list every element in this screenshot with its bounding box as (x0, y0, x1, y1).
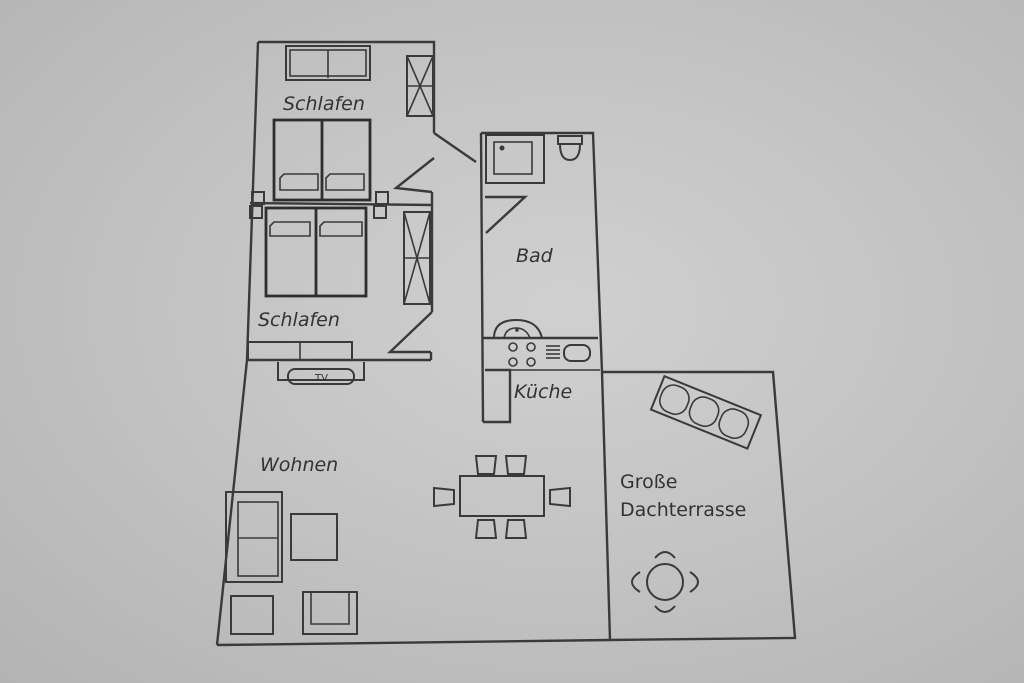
living-room: Wohnen (225, 454, 571, 635)
bedroom-top: Schlafen (251, 45, 434, 205)
chair-icon (504, 519, 528, 539)
chair-icon (433, 486, 455, 508)
bath-left-wall (479, 132, 485, 423)
bath-door (485, 195, 529, 234)
toilet-icon (557, 135, 583, 162)
kitchen: Küche (508, 342, 591, 403)
bedroom-divider-wall (249, 201, 433, 207)
dresser-top (285, 45, 371, 81)
chair-icon (654, 605, 676, 613)
room-label-kueche: Küche (514, 381, 572, 403)
chair-icon (474, 519, 498, 539)
bathroom: Bad (485, 134, 583, 339)
chair-icon (654, 551, 676, 559)
kitchen-sink-icon (563, 344, 591, 362)
living-left-wall (215, 359, 249, 646)
room-label-bad: Bad (516, 245, 554, 267)
room-label-wohnen: Wohnen (260, 454, 338, 476)
coffee-table (290, 513, 338, 561)
armchair-icon (302, 591, 358, 635)
door-swing-bedroom-top (433, 132, 477, 163)
living-bottom-wall (216, 638, 611, 647)
bedroom-bottom: Schlafen (247, 205, 431, 361)
lounger-icon (649, 374, 763, 450)
chair-icon (689, 571, 699, 593)
outer-walls (215, 40, 797, 647)
chair-icon (504, 455, 528, 475)
terrace: Große Dachterrasse (620, 374, 763, 613)
double-bed-bottom (249, 205, 387, 298)
tv-label: TV (314, 373, 328, 384)
sofa-icon (225, 491, 283, 583)
chair-icon (549, 486, 571, 508)
sink-icon (493, 318, 543, 339)
double-bed-top (251, 118, 389, 205)
tv-unit: TV (277, 362, 365, 385)
bedroom-top-door (392, 157, 435, 194)
room-label-terrasse-line1: Große (620, 471, 677, 493)
round-table-icon (631, 551, 699, 613)
kitchen-counter (483, 368, 512, 424)
drain-board-icon (546, 344, 591, 362)
stove-icon (508, 342, 536, 367)
terrace-divider-wall (600, 371, 612, 641)
side-table (230, 595, 274, 635)
interior-walls (247, 132, 600, 424)
chair-icon (474, 455, 498, 475)
bedroom-bottom-door (387, 311, 433, 354)
tv-icon (287, 368, 355, 385)
room-label-terrasse-line2: Dachterrasse (620, 499, 746, 521)
shower-tray (485, 134, 545, 184)
chair-icon (631, 571, 641, 593)
room-label-schlafen-bottom: Schlafen (258, 309, 340, 331)
bath-outer-wall (481, 131, 604, 373)
room-label-schlafen-top: Schlafen (283, 93, 365, 115)
terrace-wall (602, 370, 797, 642)
dining-table (433, 455, 571, 539)
